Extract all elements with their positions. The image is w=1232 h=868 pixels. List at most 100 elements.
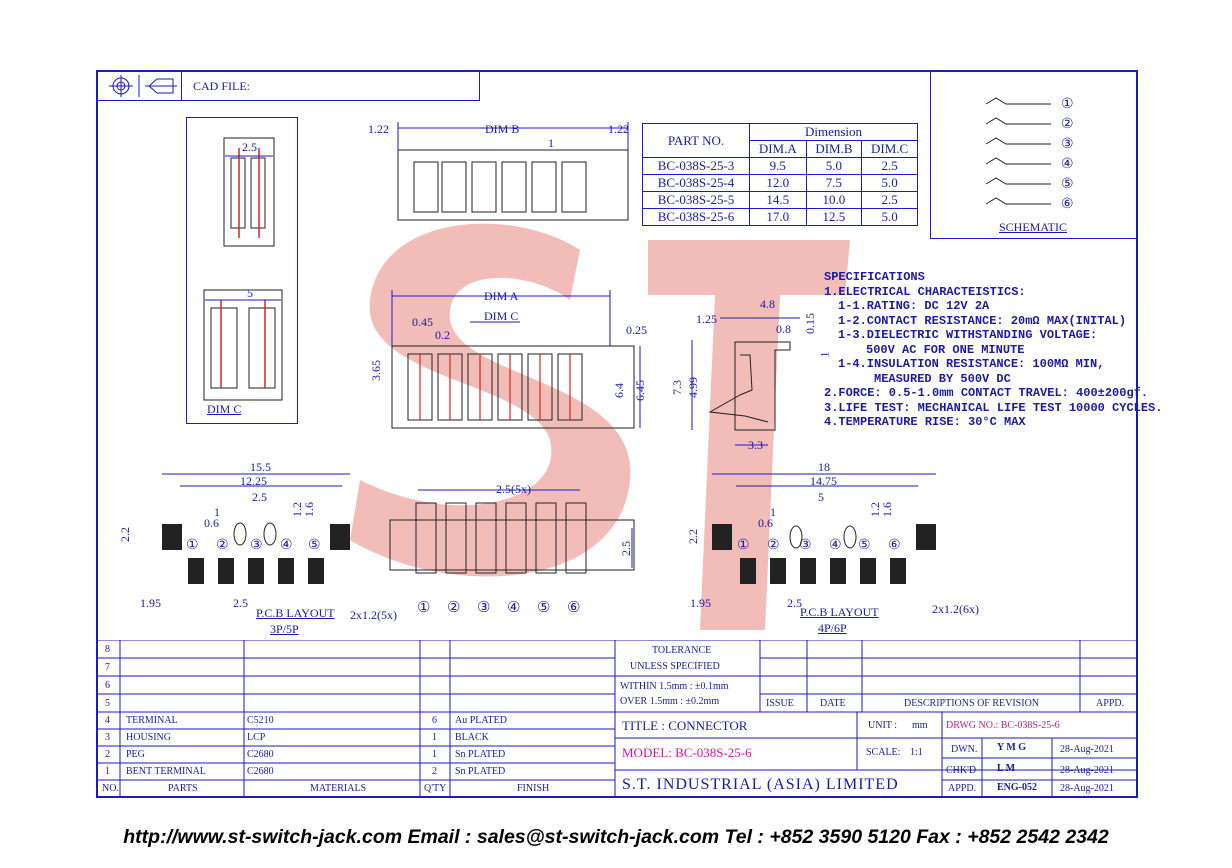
pcb-layout-right-drawing	[712, 473, 936, 584]
spec-line: 1-2.CONTACT RESISTANCE: 20mΩ MAX(INITAL)	[838, 313, 1127, 328]
pin-number: ③	[799, 538, 812, 553]
bottom-height-dim: 2.5	[619, 541, 633, 556]
part-no-header: PART NO.	[642, 123, 750, 158]
bom-part: PEG	[126, 749, 145, 760]
dim-a-label: DIM A	[484, 289, 519, 303]
pcb-left-left: 1.95	[140, 596, 161, 610]
pin-number: ②	[767, 538, 780, 553]
dim-645: 6.45	[633, 380, 647, 401]
bom-qty: 6	[432, 715, 437, 726]
dim-c-detail-drawing	[203, 137, 283, 401]
bom-no: 6	[105, 680, 110, 691]
cad-file-label: CAD FILE:	[193, 79, 250, 93]
bom-qty: 1	[432, 749, 437, 760]
bom-finish: Sn PLATED	[455, 749, 506, 760]
side-73: 7.3	[670, 380, 684, 395]
pcb-right-p3: 0.6	[758, 516, 773, 530]
part-number-table: PART NO. Dimension DIM.A DIM.B DIM.C BC-…	[642, 123, 918, 226]
dim-c-label-front: DIM C	[484, 309, 519, 323]
schematic-pin: ⑤	[1061, 177, 1074, 192]
col-header: DIM.C	[861, 140, 918, 158]
spec-line: 1-3.DIELECTRIC WITHSTANDING VOLTAGE:	[838, 328, 1098, 342]
pcb-right-pitch: 2.5	[787, 596, 802, 610]
revision-issue: ISSUE	[766, 698, 794, 709]
pin-number: ⑥	[567, 600, 581, 616]
unit-label: UNIT :	[868, 720, 897, 731]
pin-number: ②	[216, 538, 229, 553]
spec-line: 4.TEMPERATURE RISE: 30°C MAX	[824, 415, 1026, 429]
dim-b-cell: 7.5	[805, 174, 863, 192]
front-left-dim: 1.22	[368, 122, 389, 136]
unit-value: mm	[912, 720, 928, 731]
pin-number: ①	[186, 538, 199, 553]
pcb-left-p2: 1	[214, 505, 220, 519]
dim-c-bottom-value: 5	[247, 286, 253, 300]
dwn-label: DWN.	[951, 744, 978, 755]
scale-label: SCALE:	[866, 747, 901, 758]
col-header: DIM.B	[805, 140, 863, 158]
spec-line: 1-1.RATING: DC 12V 2A	[838, 299, 990, 313]
pin-number: ③	[250, 538, 263, 553]
dim-365: 3.65	[369, 360, 383, 381]
bom-no: 1	[105, 766, 110, 777]
chkd-date: 28-Aug-2021	[1060, 765, 1114, 776]
dim-02: 0.2	[435, 328, 450, 342]
dim-c-label: DIM C	[207, 402, 242, 416]
bom-mat: LCP	[247, 732, 266, 743]
dim-045: 0.45	[412, 315, 433, 329]
st-watermark-logo	[350, 223, 850, 630]
pcb-left-w1: 15.5	[250, 460, 271, 474]
pin-number: ③	[477, 600, 491, 616]
dim-b-cell: 5.0	[805, 157, 863, 175]
pcb-left-p3: 0.6	[204, 516, 219, 530]
table-row: BC-038S-25-5 14.5 10.0 2.5	[642, 191, 918, 209]
projection-symbol-icon	[109, 75, 177, 97]
model-number: MODEL: BC-038S-25-6	[622, 745, 752, 760]
spec-line: 500V AC FOR ONE MINUTE	[866, 342, 1025, 357]
spec-line: 2.FORCE: 0.5-1.0mm CONTACT TRAVEL: 400±2…	[824, 386, 1149, 400]
bom-mat: C5210	[247, 715, 274, 726]
bom-no: 8	[105, 644, 110, 655]
side-48: 4.8	[760, 297, 775, 311]
pcb-right-sub: 4P/6P	[818, 621, 847, 635]
pcb-left-pad-note: 2x1.2(5x)	[350, 608, 397, 622]
spec-line: 1.ELECTRICAL CHARACTEISTICS:	[824, 284, 1026, 299]
pcb-right-p5: 1.6	[880, 502, 894, 517]
dim-c-detail-box: 2.5 5 DIM C	[186, 117, 298, 424]
connector-views-drawing	[389, 122, 641, 574]
pin-number: ④	[829, 538, 842, 553]
company-name: S.T. INDUSTRIAL (ASIA) LIMITED	[622, 776, 899, 793]
part-cell: BC-038S-25-3	[642, 157, 750, 175]
front-right-dim: 1.22	[608, 122, 629, 136]
pcb-left-sub: 3P/5P	[270, 622, 299, 636]
spec-line: MEASURED BY 500V DC	[874, 371, 1011, 386]
pcb-right-p2: 1	[770, 505, 776, 519]
dim-64: 6.4	[612, 383, 626, 398]
pin-number: ④	[507, 600, 521, 616]
bom-header-no: NO.	[102, 783, 119, 794]
dwn-value: Y M G	[997, 742, 1027, 753]
side-499: 4.99	[686, 377, 700, 398]
side-125: 1.25	[696, 312, 717, 326]
bom-part: HOUSING	[126, 732, 171, 743]
pcb-right-label: P.C.B LAYOUT	[800, 605, 879, 619]
pin-number: ⑥	[888, 538, 901, 553]
cad-header: CAD FILE:	[97, 72, 480, 101]
dwn-date: 28-Aug-2021	[1060, 744, 1114, 755]
bom-header-qty: Q'TY	[424, 783, 447, 794]
dim-c-cell: 2.5	[861, 157, 918, 175]
schematic-pin: ③	[1061, 137, 1074, 152]
part-cell: BC-038S-25-5	[642, 191, 750, 209]
dim-a-cell: 12.0	[749, 174, 807, 192]
pin-number: ⑤	[858, 538, 871, 553]
bottom-pitch-5x: 2.5(5x)	[496, 482, 531, 496]
drawing-title: TITLE : CONNECTOR	[622, 718, 748, 733]
side-08: 0.8	[776, 322, 791, 336]
pin-number: ⑤	[308, 538, 321, 553]
revision-date: DATE	[820, 698, 846, 709]
tolerance-title: TOLERANCE	[652, 645, 712, 656]
dim-c-cell: 5.0	[861, 208, 918, 226]
dim-c-cell: 5.0	[861, 174, 918, 192]
schematic-pin: ②	[1061, 117, 1074, 132]
tolerance-over: OVER 1.5mm : ±0.2mm	[620, 696, 720, 707]
